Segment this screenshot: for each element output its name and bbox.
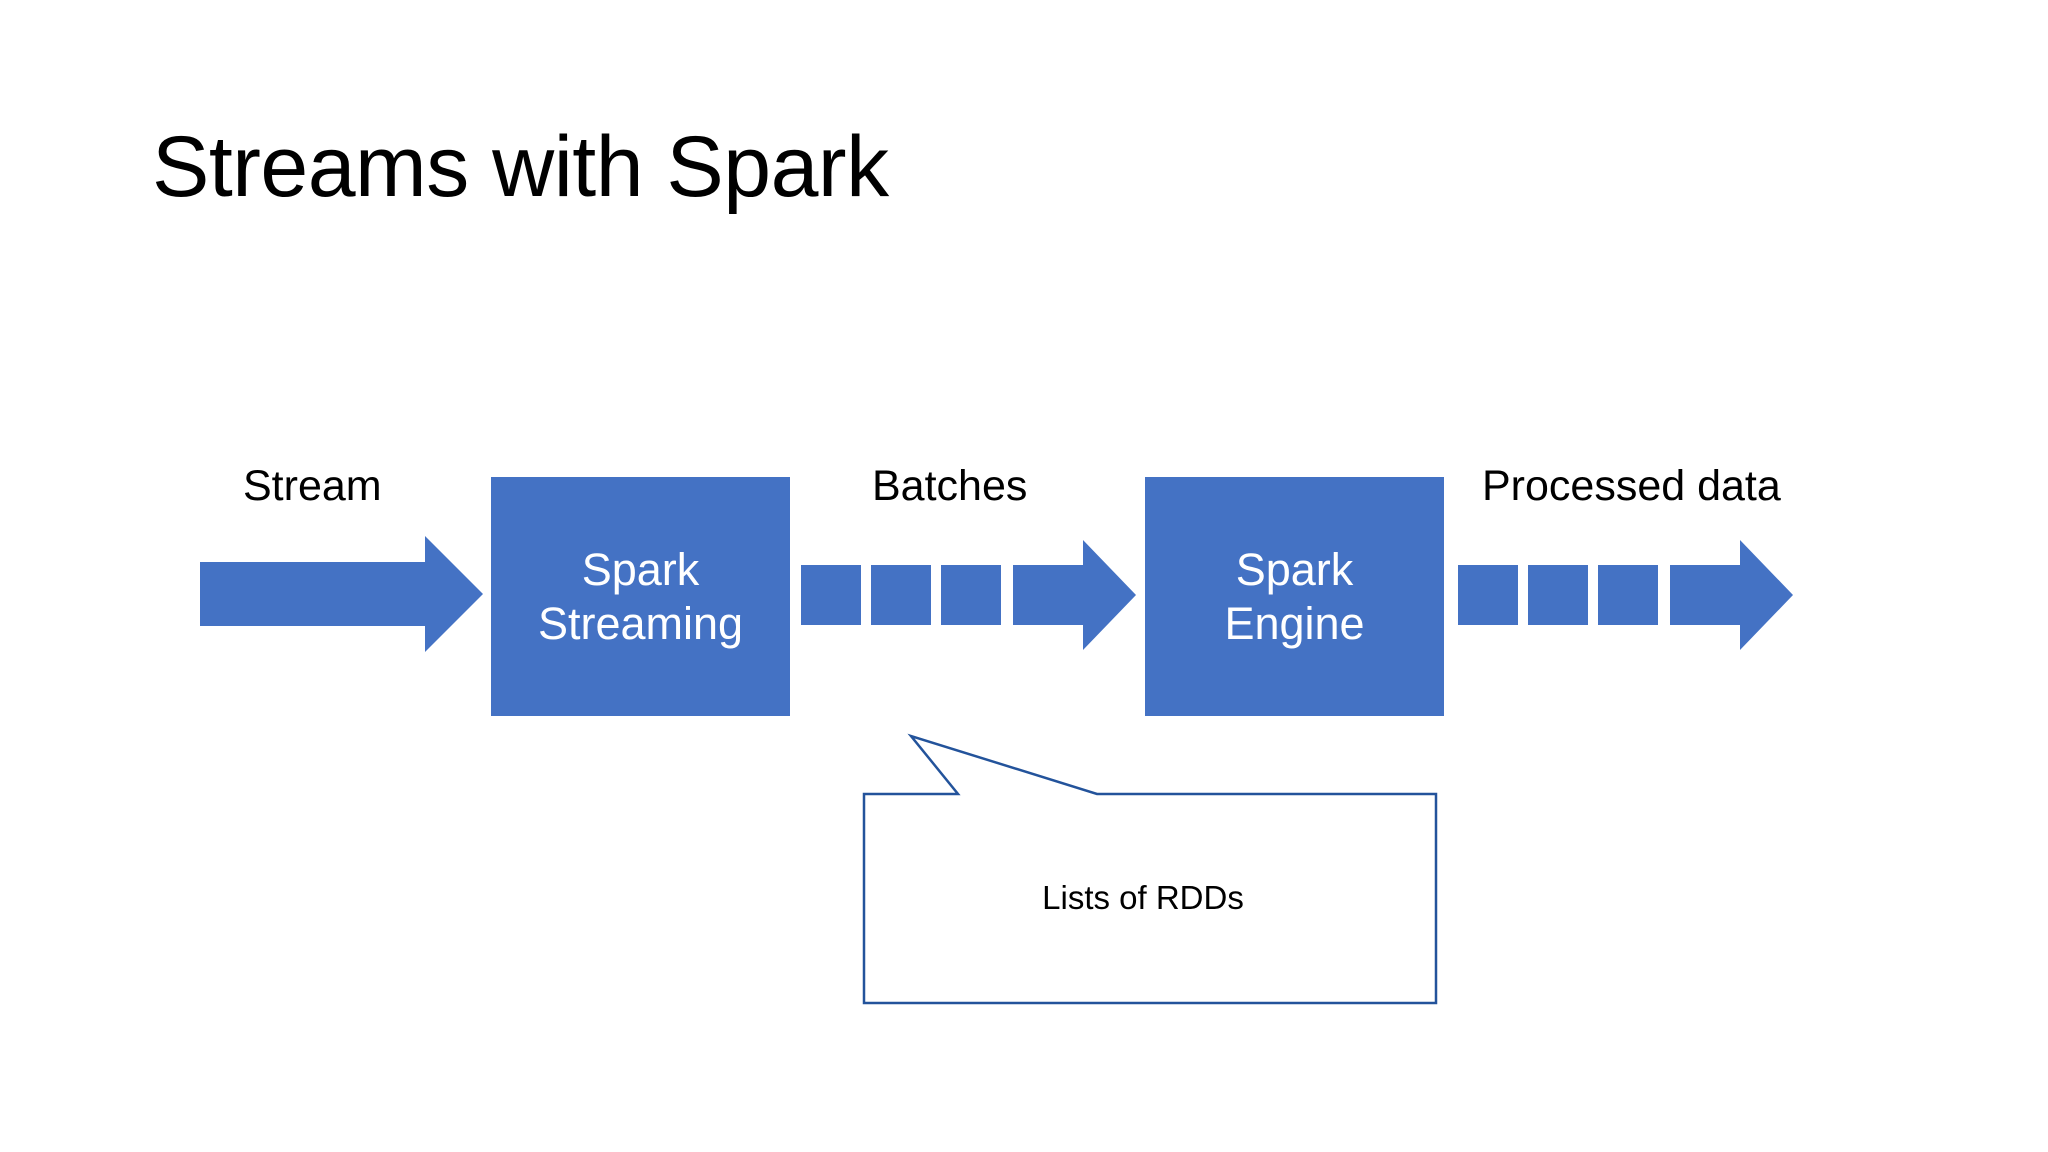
batch-square (1458, 565, 1518, 625)
label-batches: Batches (872, 462, 1028, 510)
label-stream: Stream (243, 462, 382, 510)
page-title: Streams with Spark (152, 119, 889, 215)
batch-square (1598, 565, 1658, 625)
batch-square (801, 565, 861, 625)
callout-label: Lists of RDDs (1042, 879, 1244, 916)
node-spark-engine-line2: Engine (1224, 597, 1365, 649)
callout-shape (862, 733, 1438, 1005)
callout-lists-of-rdds[interactable]: Lists of RDDs (860, 730, 1440, 1010)
batch-square (941, 565, 1001, 625)
node-spark-streaming[interactable]: Spark Streaming (491, 477, 790, 716)
arrow-stream-in-icon (200, 536, 483, 652)
arrow-batches-icon (1013, 540, 1136, 650)
node-spark-streaming-line1: Spark (581, 544, 700, 596)
node-spark-engine[interactable]: Spark Engine (1145, 477, 1444, 716)
batch-square (1528, 565, 1588, 625)
arrow-processed-out-icon (1670, 540, 1793, 650)
node-spark-streaming-label: Spark Streaming (538, 543, 743, 649)
node-spark-engine-label: Spark Engine (1224, 543, 1364, 649)
node-spark-streaming-line2: Streaming (537, 597, 744, 649)
batch-square (871, 565, 931, 625)
node-spark-engine-line1: Spark (1235, 544, 1354, 596)
label-processed-data: Processed data (1482, 462, 1781, 510)
